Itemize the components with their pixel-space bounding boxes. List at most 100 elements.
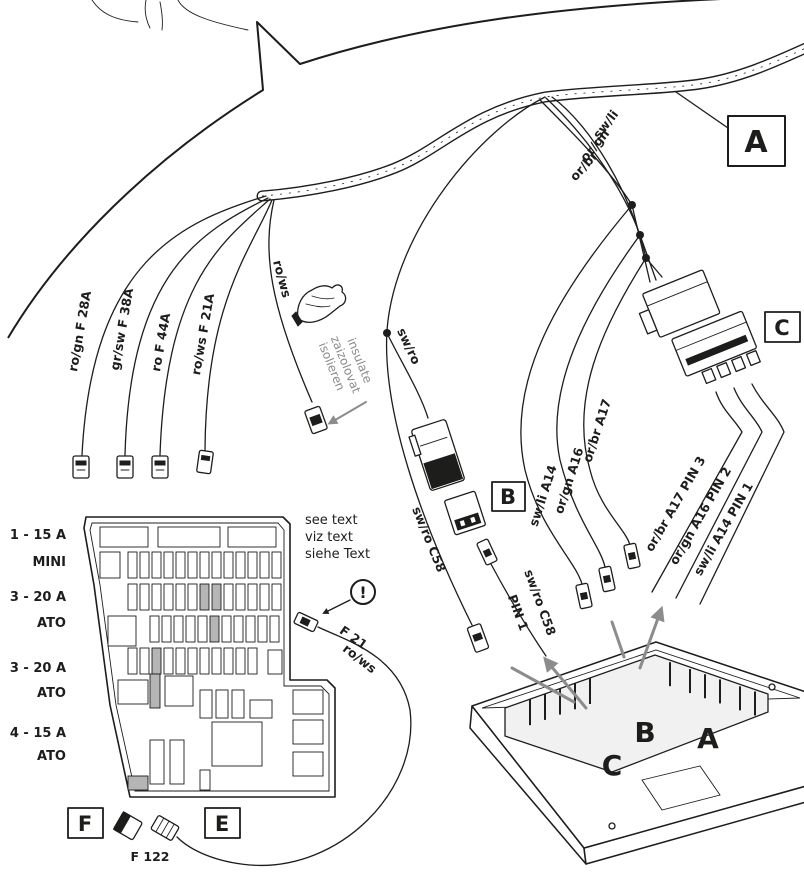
arrow-icon xyxy=(638,605,665,670)
fuse-slot xyxy=(245,615,256,643)
fuse-type-2: ATO xyxy=(37,616,66,631)
insulate-arrow-icon xyxy=(327,401,367,425)
fuse-slot xyxy=(139,551,150,579)
callout-b-label: B xyxy=(500,485,516,509)
fuse-slot xyxy=(221,615,232,643)
fuse-box xyxy=(83,516,336,798)
fuse-slot xyxy=(223,551,234,579)
connector-c xyxy=(638,269,761,385)
fuse-slot xyxy=(175,647,186,675)
fuse-slot xyxy=(292,689,324,715)
fuse-slot xyxy=(235,647,246,675)
fuse-slot xyxy=(163,647,174,675)
callout-f-label: F xyxy=(78,812,92,836)
fuse-slot xyxy=(161,615,172,643)
fuse-branch-label-f21a: ro/ws F 21A xyxy=(188,292,217,376)
control-unit-slot-b: B xyxy=(634,716,655,749)
fuse-slot xyxy=(199,551,210,579)
callout-c: C xyxy=(764,311,801,343)
fuse-slot xyxy=(151,647,162,675)
fuse-type-3: ATO xyxy=(37,686,66,701)
warning-mark: ! xyxy=(359,583,366,602)
fuse-type-1: MINI xyxy=(33,555,67,570)
warning-arrow-icon xyxy=(322,599,351,614)
fuse-slot xyxy=(271,551,282,579)
fuse-slot xyxy=(163,551,174,579)
connector-c-wire-label-a14: sw/li A14 xyxy=(526,463,560,528)
connector-b-pin-label: PIN 1 xyxy=(505,592,532,632)
fuse-slot xyxy=(117,679,149,705)
control-unit-slot-c: C xyxy=(602,749,623,782)
fuse-slot xyxy=(235,551,246,579)
fuse-slot xyxy=(235,583,246,611)
fuse-slot xyxy=(233,615,244,643)
control-unit xyxy=(469,641,804,865)
callout-b: B xyxy=(491,481,526,512)
vehicle-body-outline xyxy=(7,0,721,339)
fuse-rating-4: 4 - 15 A xyxy=(10,726,66,741)
fuse-branch-label-f38a: gr/sw F 38A xyxy=(107,287,136,372)
sw-ro-branch-wire xyxy=(386,332,429,419)
fuse-branch-label-f28a: ro/gn F 28A xyxy=(65,289,94,372)
fuse-slot xyxy=(151,583,162,611)
fuse-slot xyxy=(197,615,208,643)
fuse-slot xyxy=(211,551,222,579)
fuse-slot xyxy=(127,775,149,791)
control-unit-slot-a: A xyxy=(697,722,719,755)
fuse-slot xyxy=(127,551,138,579)
branch-connectors xyxy=(575,542,641,610)
fuse-slot xyxy=(209,615,220,643)
callout-a: A xyxy=(727,115,786,167)
fuse-type-4: ATO xyxy=(37,749,66,764)
fuse-slot xyxy=(149,615,160,643)
fuse-rating-3: 3 - 20 A xyxy=(10,661,66,676)
callout-c-label: C xyxy=(774,316,789,340)
fuse-slot xyxy=(249,699,273,719)
fuse-slot xyxy=(292,751,324,777)
fuse-slot xyxy=(269,615,280,643)
fuse-slot xyxy=(187,583,198,611)
fuse-slot xyxy=(292,719,324,745)
fuse-slot xyxy=(149,739,165,785)
arrow-icon xyxy=(610,620,626,659)
connector-b-feed-wire-label: sw/ro xyxy=(394,326,424,367)
see-text-de: siehe Text xyxy=(305,547,370,562)
hand-tape-icon xyxy=(291,284,347,327)
fuse-slot xyxy=(199,583,210,611)
fuse-slot xyxy=(185,615,196,643)
fuse-slot xyxy=(187,647,198,675)
fuse-slot xyxy=(127,647,138,675)
fuse-slot xyxy=(215,689,229,719)
fuse-tap-e xyxy=(150,815,180,841)
see-text-cs: viz text xyxy=(305,530,353,545)
f21-connector xyxy=(293,611,319,633)
fuse-branch-wires xyxy=(81,195,313,456)
fuse-slot xyxy=(169,739,185,785)
fuse-slot xyxy=(163,583,174,611)
fuse-rating-1: 1 - 15 A xyxy=(10,528,66,543)
connector-c-pin-wires xyxy=(651,383,785,605)
fuse-slot xyxy=(211,721,263,767)
f21-wire xyxy=(176,626,412,866)
arrow-icon xyxy=(543,656,588,710)
fuse-rating-2: 3 - 20 A xyxy=(10,590,66,605)
fuse-slot xyxy=(259,551,270,579)
connector-b-relay xyxy=(408,419,465,491)
wire-harness xyxy=(256,42,804,202)
fuse-slot xyxy=(173,615,184,643)
fuse-slot xyxy=(199,647,210,675)
fuse-slot xyxy=(211,647,222,675)
fuse-slot xyxy=(139,583,150,611)
fuse-branch-connectors xyxy=(72,405,328,479)
fuse-slot xyxy=(199,769,211,791)
callout-a-label: A xyxy=(744,125,768,160)
fuse-slot xyxy=(199,689,213,719)
fuse-slot xyxy=(127,583,138,611)
fuse-slot xyxy=(247,583,258,611)
fuse-slot xyxy=(99,551,121,579)
callout-e-label: E xyxy=(215,812,229,836)
fuse-holder-f xyxy=(112,811,143,841)
connector-b-pin-wire xyxy=(490,563,547,657)
